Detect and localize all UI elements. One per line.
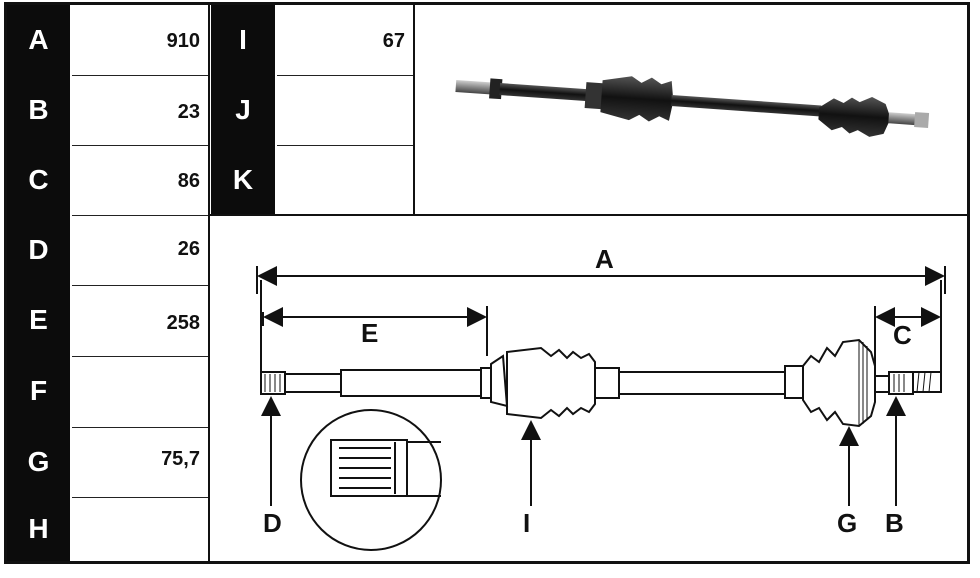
value-g: 75,7 [72, 448, 208, 474]
table-divider [208, 5, 210, 563]
label-j: J [211, 75, 275, 145]
value-h [72, 520, 208, 546]
row-divider [72, 427, 209, 428]
photo-divider [413, 5, 415, 215]
label-e: E [7, 285, 70, 355]
row-divider [72, 75, 209, 76]
value-j [277, 101, 413, 127]
value-k [277, 170, 413, 196]
value-b: 23 [72, 101, 208, 127]
value-i: 67 [277, 30, 413, 56]
row-divider [72, 145, 209, 146]
row-divider [72, 356, 209, 357]
label-d: D [7, 215, 70, 285]
drive-shaft-diagram: A E C D I G B [256, 244, 946, 551]
diagram-label-e: E [361, 318, 378, 348]
diagram-label-a: A [595, 244, 614, 274]
section-divider [209, 214, 969, 216]
value-d: 26 [72, 238, 208, 264]
label-c: C [7, 145, 70, 215]
diagram-label-i: I [523, 508, 530, 538]
drive-shaft-photo [455, 76, 930, 137]
diagram-label-b: B [885, 508, 904, 538]
row-divider [72, 497, 209, 498]
diagram-label-d: D [263, 508, 282, 538]
row-divider [277, 75, 414, 76]
label-g: G [7, 427, 70, 497]
value-f [72, 380, 208, 406]
label-k: K [211, 145, 275, 215]
label-h: H [7, 497, 70, 561]
row-divider [72, 215, 209, 216]
diagram-label-g: G [837, 508, 857, 538]
value-e: 258 [72, 312, 208, 338]
value-c: 86 [72, 170, 208, 196]
label-i: I [211, 5, 275, 75]
label-b: B [7, 75, 70, 145]
label-a: A [7, 5, 70, 75]
row-divider [277, 145, 414, 146]
row-divider [72, 285, 209, 286]
diagram-label-c: C [893, 320, 912, 350]
label-f: F [7, 355, 70, 427]
spec-sheet-frame [4, 2, 970, 564]
value-a: 910 [72, 30, 208, 56]
